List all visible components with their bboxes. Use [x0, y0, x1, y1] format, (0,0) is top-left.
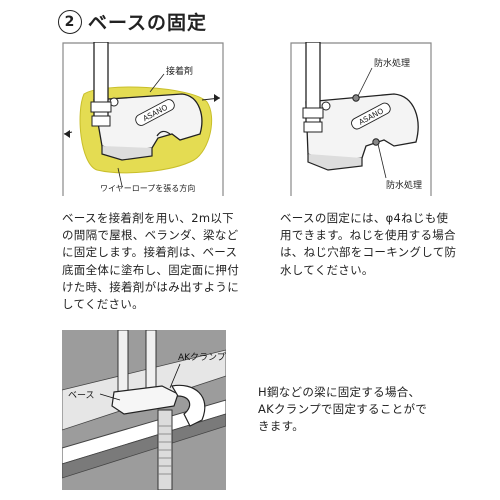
waterproof-label-top: 防水処理 [374, 57, 410, 69]
section-title: ベースの固定 [88, 12, 208, 34]
adhesive-label: 接着剤 [166, 65, 193, 77]
clamp-instructions: H鋼などの梁に固定する場合、 AKクランプで固定することがで きます。 [258, 385, 428, 434]
section-heading: 2 ベースの固定 [58, 8, 207, 35]
base-label: ベース [68, 391, 95, 401]
screw-instructions: ベースの固定には、φ4ねじも使 用できます。ねじを使用する場合 は、ねじ穴部をコ… [280, 211, 457, 277]
adhesive-illustration: ASANO 接着剤 ワイヤーロープを張る方向 [62, 42, 224, 196]
clamp-illustration: AKクランプ ベース [62, 330, 226, 490]
waterproof-label-bottom: 防水処理 [386, 179, 422, 191]
direction-label: ワイヤーロープを張る方向 [100, 183, 195, 193]
clamp-label: AKクランプ [178, 352, 226, 363]
waterproof-illustration: ASANO 防水処理 防水処理 [290, 42, 432, 196]
step-number: 2 [58, 9, 82, 34]
adhesive-instructions: ベースを接着剤を用い、2m以下 の間隔で屋根、ベランダ、梁など に固定します。接… [62, 211, 239, 312]
